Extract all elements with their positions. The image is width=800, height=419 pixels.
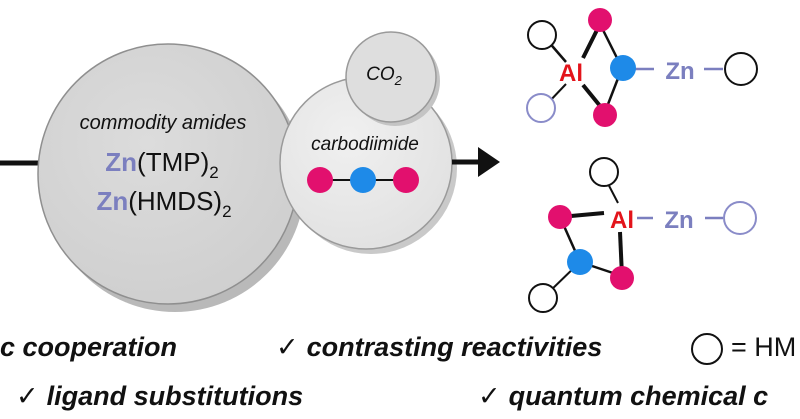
feature-contrasting: ✓contrasting reactivities — [276, 332, 602, 363]
tmp-ligand: (TMP) — [137, 147, 209, 177]
carbodiimide-n-right — [393, 167, 419, 193]
zn-hmds-formula: Zn(HMDS)2 — [96, 186, 231, 221]
hmds-subscript: 2 — [222, 202, 231, 221]
legend-text: = HM — [731, 332, 797, 362]
zn-symbol: Zn — [105, 147, 137, 177]
carbon-atom — [567, 249, 593, 275]
feature-quantum: ✓quantum chemical c — [478, 381, 768, 412]
nitrogen-atom — [593, 103, 617, 127]
hmds-ligand-circle — [526, 93, 556, 123]
feature-ligand-text: ligand substitutions — [46, 381, 304, 411]
amides-caption: commodity amides — [80, 112, 247, 134]
zn-symbol: Zn — [96, 186, 128, 216]
hmds-ligand: (HMDS) — [128, 186, 222, 216]
hmds-ligand-circle — [528, 283, 558, 313]
legend-hmds-circle — [691, 333, 723, 365]
co2-subscript: 2 — [394, 73, 403, 88]
check-icon: ✓ — [478, 381, 501, 411]
carbodiimide-caption: carbodiimide — [311, 134, 419, 155]
nitrogen-atom — [588, 8, 612, 32]
complex-bottom: Al Zn — [528, 157, 757, 313]
feature-cooperation: c cooperation — [0, 332, 178, 362]
hmds-ligand-circle — [724, 52, 758, 86]
co2-circle — [345, 31, 437, 123]
feature-contrasting-text: contrasting reactivities — [306, 332, 603, 362]
feature-quantum-text: quantum chemical c — [508, 381, 769, 411]
co2-main: CO — [366, 64, 395, 85]
hmds-ligand-circle — [527, 20, 557, 50]
aluminum-label: Al — [610, 207, 634, 234]
hmds-ligand-circle — [723, 201, 757, 235]
tmp-subscript: 2 — [209, 163, 218, 182]
nitrogen-atom — [610, 266, 634, 290]
aluminum-label: Al — [559, 60, 583, 87]
nitrogen-atom — [548, 205, 572, 229]
carbodiimide-c-center — [350, 167, 376, 193]
check-icon: ✓ — [16, 381, 39, 411]
feature-ligand: ✓ligand substitutions — [16, 381, 303, 412]
check-icon: ✓ — [276, 332, 299, 362]
zn-tmp-formula: Zn(TMP)2 — [105, 147, 218, 182]
carbodiimide-n-left — [307, 167, 333, 193]
zinc-label: Zn — [665, 58, 694, 85]
carbon-atom — [610, 55, 636, 81]
complex-top: Al Zn — [526, 8, 758, 127]
zinc-label: Zn — [664, 207, 693, 234]
hmds-ligand-circle — [589, 157, 619, 187]
reaction-arrow-head — [478, 147, 500, 177]
co2-label: CO2 — [366, 64, 403, 88]
